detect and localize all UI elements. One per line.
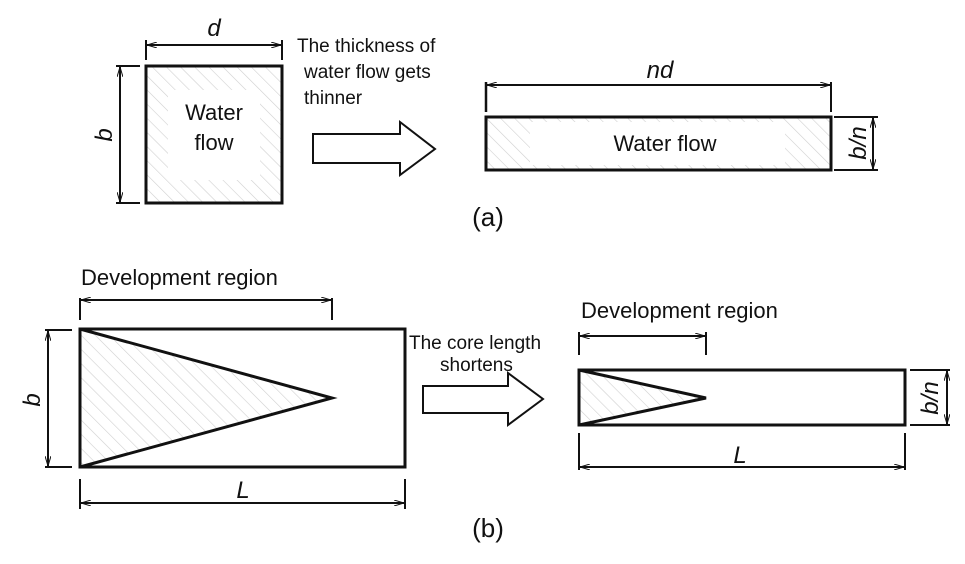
- caption-a: (a): [472, 202, 504, 232]
- dimension-L-left: L: [79, 477, 406, 509]
- development-region-dimension-left: [79, 298, 333, 320]
- development-region-dimension-right: [578, 332, 707, 355]
- dimension-b-over-n-a: b/n: [834, 116, 878, 171]
- core-channel-right: [577, 368, 907, 427]
- transition-arrow-b: [422, 371, 545, 427]
- dimension-b-over-n-label-a: b/n: [845, 126, 872, 159]
- water-flow-label-line2: flow: [194, 130, 233, 155]
- dimension-b-over-n-label-b: b/n: [917, 381, 944, 414]
- dimension-b-over-n-b: b/n: [910, 369, 950, 426]
- thickness-note-line1: The thickness of: [297, 36, 436, 57]
- development-region-label-left: Development region: [81, 265, 278, 290]
- core-length-note-line1: The core length: [409, 333, 541, 354]
- water-flow-square: Water flow: [144, 64, 284, 205]
- dimension-b-b: b: [19, 329, 72, 468]
- dimension-d: d: [145, 15, 283, 60]
- core-length-note-line2: shortens: [440, 355, 513, 376]
- development-region-label-right: Development region: [581, 298, 778, 323]
- dimension-nd: nd: [484, 57, 832, 112]
- water-flow-label-line1: Water: [185, 100, 243, 125]
- dimension-L-right: L: [578, 433, 906, 470]
- dimension-d-label: d: [207, 15, 221, 42]
- thickness-note-line3: thinner: [304, 88, 363, 109]
- thin-water-flow-label: Water flow: [613, 131, 716, 156]
- dimension-b-label-b: b: [19, 393, 46, 406]
- thickness-note: The thickness of water flow gets thinner: [297, 36, 436, 109]
- core-channel-left: [78, 327, 407, 469]
- thickness-note-line2: water flow gets: [303, 62, 431, 83]
- thin-water-flow-rect: Water flow: [484, 115, 833, 172]
- dimension-b-label: b: [91, 128, 118, 141]
- panel-a: Water flow d b The thickness of water fl…: [91, 15, 878, 232]
- caption-b: (b): [472, 513, 504, 543]
- dimension-L-label-right: L: [733, 442, 746, 469]
- panel-b: Development region b L The core length s…: [19, 265, 950, 543]
- dimension-b-a: b: [91, 65, 140, 204]
- dimension-L-label-left: L: [236, 477, 249, 504]
- transition-arrow-a: [312, 119, 437, 177]
- core-length-note: The core length shortens: [409, 333, 541, 376]
- dimension-nd-label: nd: [647, 57, 674, 84]
